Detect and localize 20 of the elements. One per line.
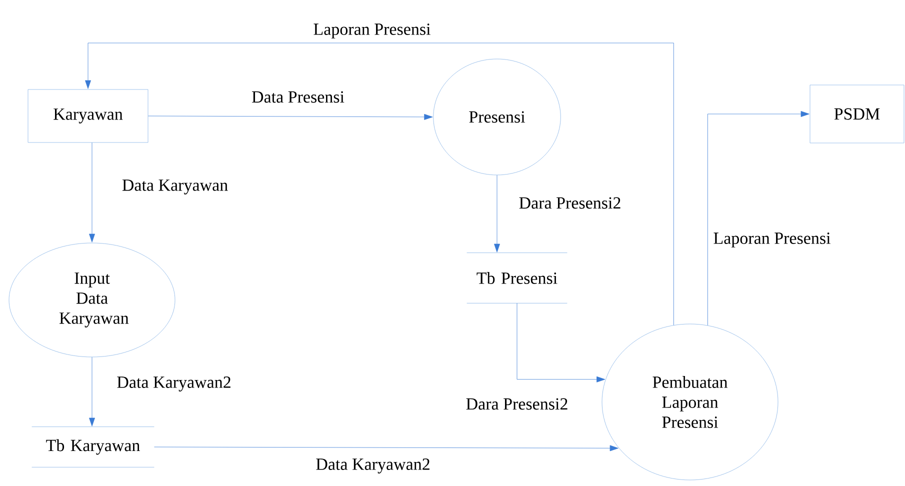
edge-label: Data Karyawan2 [314,458,432,474]
edge-label: Data Karyawan2 [116,376,232,392]
edge-label: Laporan Presensi [712,232,832,248]
arrow [89,356,95,426]
edge-label: Data Presensi [250,90,346,104]
arrow [89,142,95,242]
entity-box: Karyawan [28,89,148,143]
data-store: Tb Presensi [466,252,568,304]
entity-box: PSDM [810,84,904,144]
arrow [516,303,606,382]
arrow [85,42,674,326]
arrow [708,111,810,326]
arrow [148,114,433,120]
edge-label: Data Karyawan [120,178,230,196]
edge-label: Dara Presensi2 [464,397,570,411]
edge-label: Laporan Presensi [312,22,432,40]
arrow [494,175,500,252]
edge-label: Dara Presensi2 [518,196,622,210]
arrow [154,445,618,452]
data-store: Tb Karyawan [32,426,154,468]
